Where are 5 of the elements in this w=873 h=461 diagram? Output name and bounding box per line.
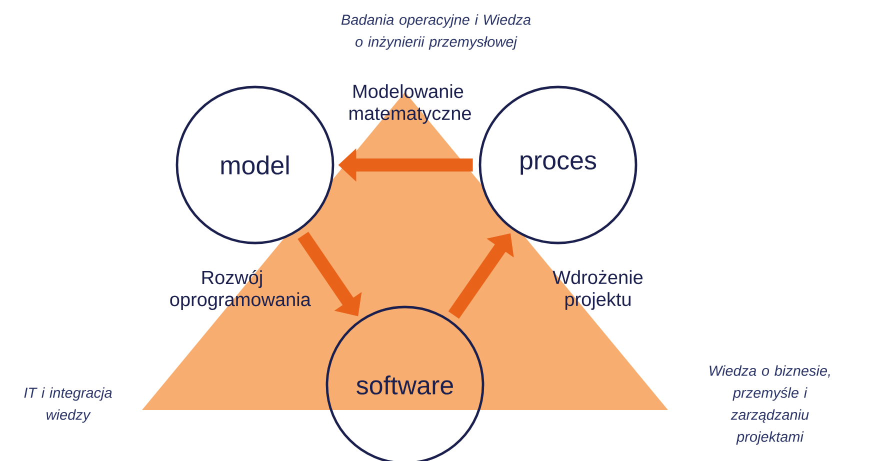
circle-node: model bbox=[176, 86, 334, 244]
corner-label: IT i integracja wiedzy bbox=[24, 387, 112, 423]
corner-label: Wiedza o biznesie, przemyśle i zarządzaniu projektami bbox=[710, 365, 830, 445]
circle-node: proces bbox=[478, 86, 638, 244]
corner-label: Badania operacyjne i Wiedza o inżynierii przemysłowej bbox=[341, 14, 531, 50]
